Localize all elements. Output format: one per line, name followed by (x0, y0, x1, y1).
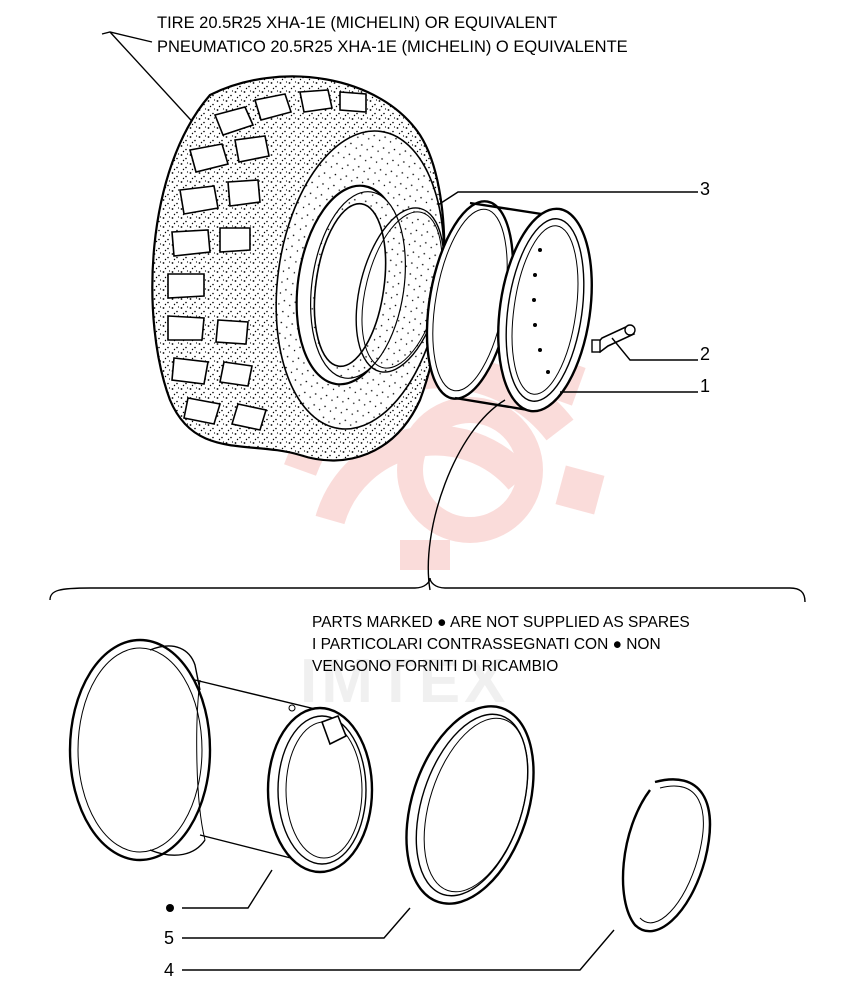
callout-5-leader (182, 907, 411, 939)
callout-2-leader (611, 337, 698, 361)
note-line2: I PARTICOLARI CONTRASSEGNATI CON ● NON (312, 636, 661, 653)
callout-marked-leader (182, 869, 273, 909)
tire-title-line2: PNEUMATICO 20.5R25 XHA-1E (MICHELIN) O E… (157, 38, 628, 56)
marked-bullet (166, 904, 174, 912)
note-line3: VENGONO FORNITI DI RICAMBIO (312, 658, 558, 675)
note-line1: PARTS MARKED ● ARE NOT SUPPLIED AS SPARE… (312, 614, 690, 631)
tire-title-leader (101, 31, 201, 131)
callout-1-label: 1 (700, 376, 710, 396)
section-bracket (49, 577, 806, 603)
callout-2-label: 2 (700, 344, 710, 364)
detail-connector-curve (427, 399, 506, 591)
part-1-wheel-rim (425, 200, 593, 413)
callout-3-label: 3 (700, 179, 710, 199)
callout-3-leader (437, 191, 698, 206)
part-4-lock-ring (621, 778, 712, 933)
watermark-text: IMTEX (300, 647, 509, 716)
tire-title-line1: TIRE 20.5R25 XHA-1E (MICHELIN) OR EQUIVA… (157, 14, 557, 32)
callout-4-label: 4 (164, 960, 174, 980)
part-5-flange-ring (405, 705, 535, 905)
rim-base-drum (68, 638, 374, 874)
tire-illustration (151, 75, 446, 462)
part-2-valve (591, 324, 636, 354)
callout-4-leader (182, 929, 615, 971)
callout-5-label: 5 (164, 928, 174, 948)
